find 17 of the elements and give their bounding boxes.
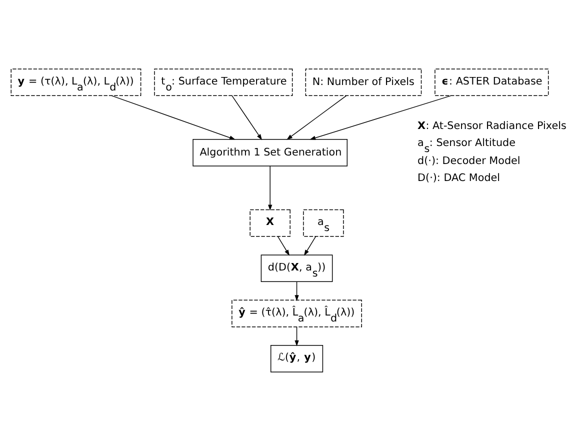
node-box: ℒ(ŷ, y): [270, 344, 324, 372]
node-box: X: [250, 208, 290, 236]
label: d(·): Decoder Model: [418, 154, 520, 166]
arrow: [277, 236, 290, 256]
arrow: [286, 94, 347, 140]
node-box: ϵ: ASTER Database: [434, 68, 549, 96]
arrow: [304, 236, 316, 256]
label: D(·): DAC Model: [418, 172, 500, 184]
arrow: [232, 94, 262, 140]
node-box: N: Number of Pixels: [305, 68, 422, 96]
arrow: [111, 94, 236, 140]
arrow: [294, 280, 299, 301]
arrow: [310, 94, 452, 140]
arrow: [268, 165, 272, 210]
node-box: Algorithm 1 Set Generation: [192, 138, 348, 166]
label: X: At-Sensor Radiance Pixels: [418, 120, 566, 132]
arrow: [294, 326, 299, 346]
